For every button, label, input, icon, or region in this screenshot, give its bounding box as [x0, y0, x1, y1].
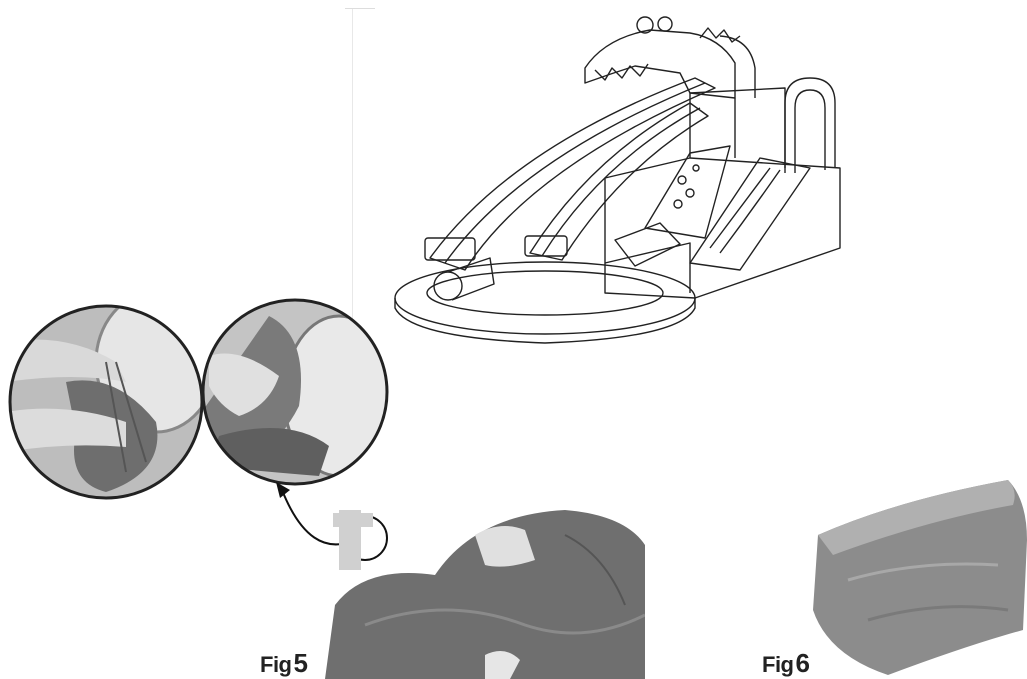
hands-folding-material-photo [199, 296, 391, 488]
figure-6-label: Fig6 [762, 648, 809, 679]
page-tick [345, 8, 375, 9]
inflatable-crocodile-slide-illustration [390, 8, 850, 348]
figure-6-number: 6 [796, 648, 810, 678]
hands-tying-straps-photo [6, 302, 206, 502]
figure-6-prefix: Fig [762, 652, 794, 677]
page-divider [352, 8, 353, 338]
deflated-bouncer-photo [325, 495, 645, 679]
figure-5-label: Fig5 [260, 648, 307, 679]
figure-5-prefix: Fig [260, 652, 292, 677]
figure-5-number: 5 [294, 648, 308, 678]
packed-bundle-photo [808, 470, 1027, 679]
